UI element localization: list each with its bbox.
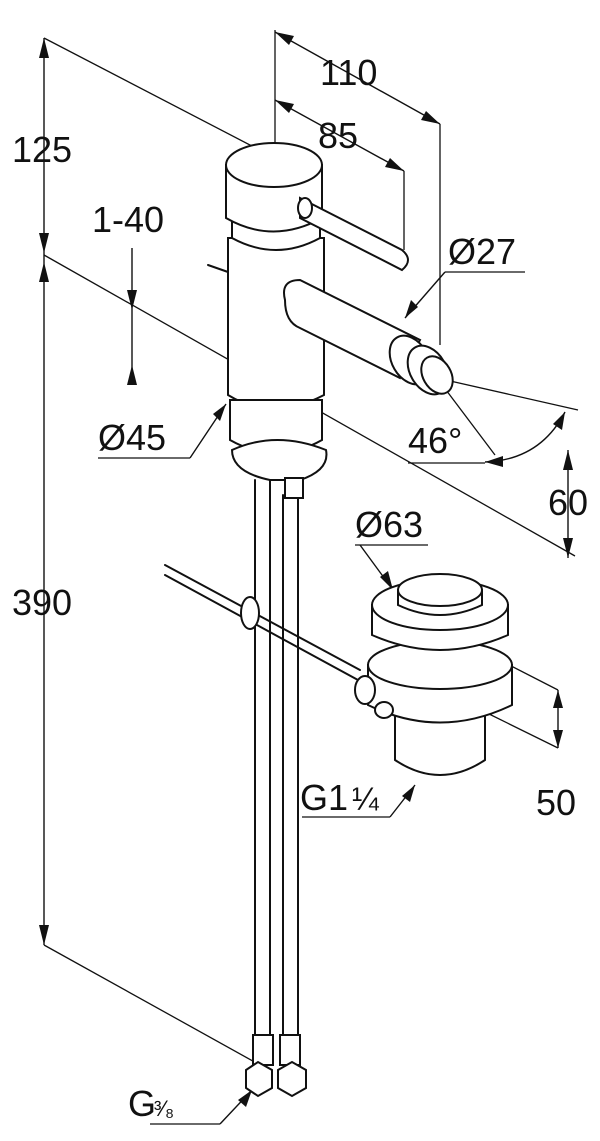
dimension-60: 60: [548, 450, 588, 558]
dimension-diam-45-label: Ø45: [98, 417, 166, 458]
dimension-390-label: 390: [12, 582, 72, 623]
dimension-angle-46-label: 46°: [408, 420, 462, 461]
dimension-thread-g1-1-4: G1 ¼: [300, 777, 416, 818]
mixer-body: [207, 142, 454, 1041]
dimension-diam-63: Ø63: [355, 504, 428, 591]
vertical-height-dimensions: 125 390: [12, 37, 576, 1066]
dimension-125-label: 125: [12, 129, 72, 170]
dimension-diam-63-label: Ø63: [355, 504, 423, 545]
pop-up-rod: [164, 564, 361, 681]
dimension-50-label: 50: [536, 782, 576, 823]
dimension-angle-46: 46°: [408, 377, 579, 467]
waste-fitting: [354, 573, 513, 776]
dimension-thread-g-label: G: [128, 1083, 156, 1124]
dimension-thread-g1-fraction: ¼: [352, 781, 380, 817]
dimension-thread-g-fraction: ³⁄₈: [154, 1096, 174, 1121]
dimension-diam-27: Ø27: [404, 231, 525, 319]
dimension-85-label: 85: [318, 115, 358, 156]
dimension-60-label: 60: [548, 482, 588, 523]
hose-connectors: [245, 1034, 307, 1098]
reach-dimensions: 110 85: [274, 30, 441, 345]
dimension-50: 50: [479, 649, 576, 823]
dimension-thread-g3-8: G ³⁄₈: [128, 1083, 253, 1125]
dimension-thread-g1-label: G1: [300, 777, 348, 818]
dimension-1-40-label: 1-40: [92, 199, 164, 240]
dimension-110-label: 110: [320, 52, 377, 93]
dimension-diam-27-label: Ø27: [448, 231, 516, 272]
dimension-1-40: 1-40: [92, 199, 164, 385]
dimension-diam-45: Ø45: [98, 403, 227, 459]
